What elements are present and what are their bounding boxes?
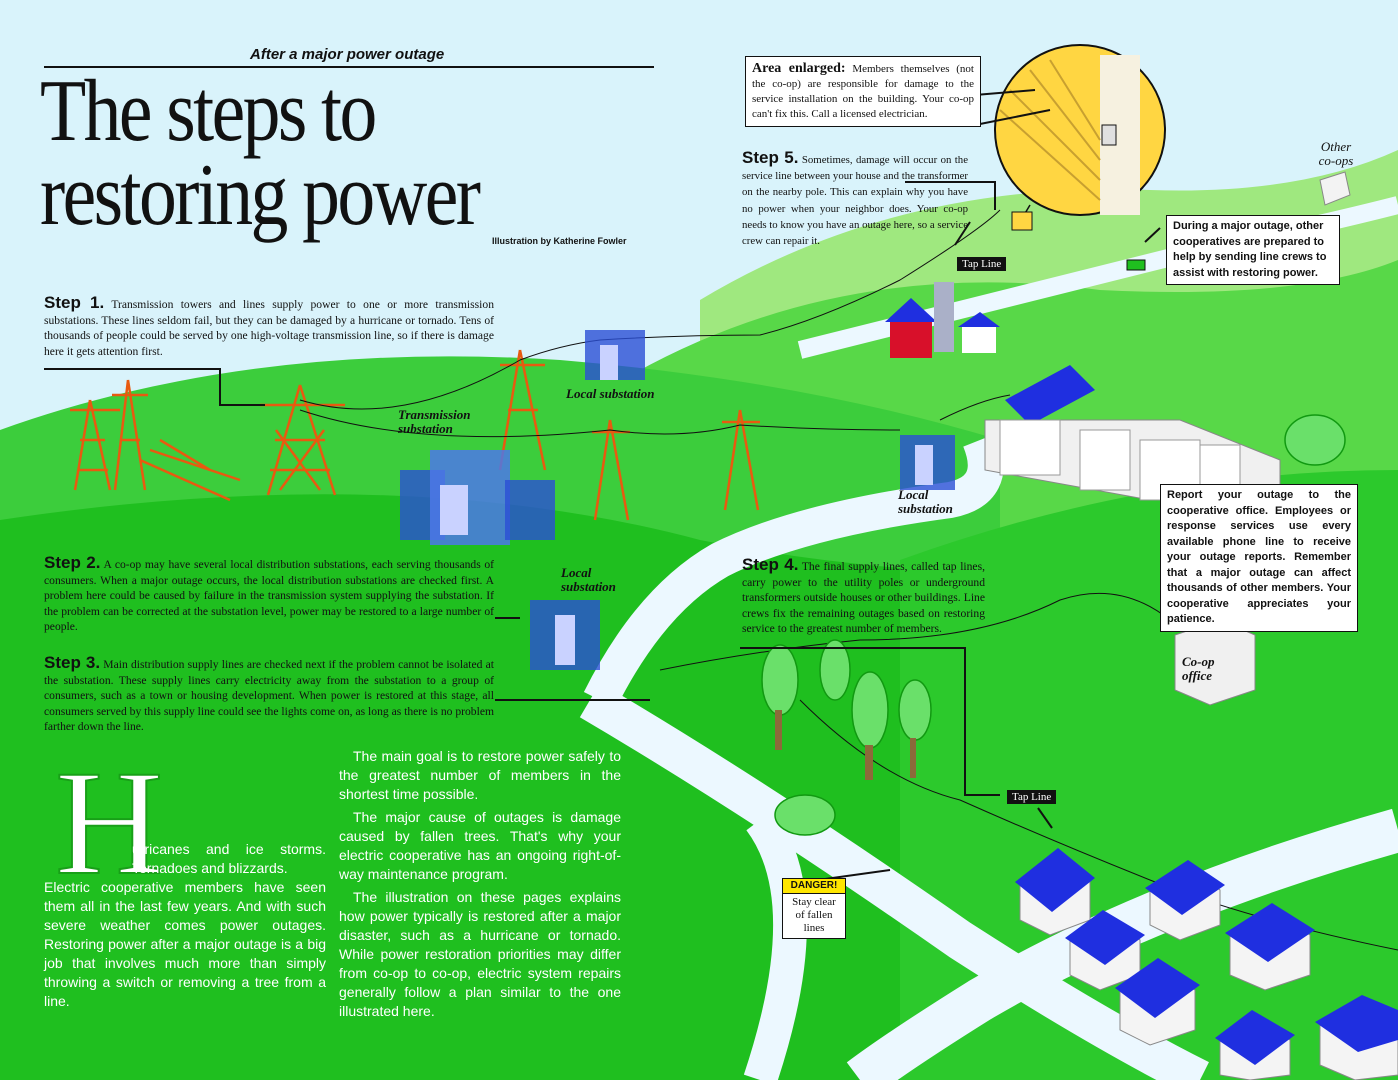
- danger-text: Stay clear of fallen lines: [792, 896, 836, 934]
- label-local-substation-right: Local substation: [898, 487, 953, 516]
- article-col2-p1: The main goal is to restore power safely…: [339, 748, 621, 802]
- step-5-heading: Step 5.: [742, 148, 799, 167]
- label-other-coops: Other co-ops: [1318, 139, 1354, 168]
- step-1: Step 1. Transmission towers and lines su…: [44, 293, 494, 359]
- area-enlarged-text: Members themselves (not the co-op) are r…: [752, 63, 974, 120]
- houses: [1015, 848, 1398, 1080]
- service-truck: [1126, 259, 1146, 271]
- article-column-2: The main goal is to restore power safely…: [339, 747, 621, 1025]
- tap-line-tag-bottom: Tap Line: [1007, 790, 1057, 804]
- step-3-heading: Step 3.: [44, 653, 101, 672]
- road-diagonal: [579, 682, 1209, 1080]
- danger-tag: DANGER!: [783, 879, 845, 894]
- illustration-credit: Illustration by Katherine Fowler: [492, 236, 627, 246]
- step-2-heading: Step 2.: [44, 553, 101, 572]
- step-4-heading: Step 4.: [742, 555, 799, 574]
- article-col1-text: Electric cooperative members have seen t…: [44, 879, 326, 1009]
- area-enlarged-heading: Area enlarged:: [752, 61, 846, 76]
- article-col2-p2: The major cause of outages is damage cau…: [339, 809, 621, 882]
- kicker: After a major power outage: [250, 46, 445, 63]
- road-winding: [583, 433, 1004, 709]
- report-outage-box: Report your outage to the cooperative of…: [1160, 484, 1358, 632]
- step-1-text: Transmission towers and lines supply pow…: [44, 298, 494, 358]
- local-substation-right: [900, 435, 955, 490]
- drop-cap: H: [54, 740, 164, 906]
- road-crossing: [846, 808, 1398, 1080]
- other-coops-building: [1319, 171, 1351, 206]
- industrial-building: [984, 365, 1281, 501]
- label-local-substation-mid: Local substation: [561, 565, 616, 594]
- label-local-substation-top: Local substation: [566, 386, 655, 401]
- title-line-2: restoring power: [40, 147, 481, 244]
- label-coop-office: Co-op office: [1182, 654, 1215, 683]
- leader-lines: [44, 89, 1259, 881]
- transmission-substation: [400, 450, 555, 545]
- trees: [761, 414, 1346, 836]
- other-coops-text: During a major outage, other cooperative…: [1173, 220, 1327, 279]
- title-line-1: The steps to: [40, 63, 377, 160]
- step-2-text: A co-op may have several local distribut…: [44, 558, 494, 634]
- local-substation-top: [585, 330, 645, 380]
- local-substation-mid: [530, 600, 600, 670]
- other-coops-box: During a major outage, other cooperative…: [1166, 215, 1340, 285]
- tree-trunks: [775, 710, 916, 780]
- farm: [885, 282, 1000, 358]
- step-3: Step 3. Main distribution supply lines a…: [44, 653, 494, 735]
- article-col2-p3: The illustration on these pages explains…: [339, 889, 621, 1019]
- article-lead: urricanes and ice storms. Tornadoes and …: [132, 841, 326, 876]
- page-title: The steps to restoring power: [40, 63, 481, 244]
- step-5: Step 5. Sometimes, damage will occur on …: [742, 148, 968, 249]
- step-5-text: Sometimes, damage will occur on the serv…: [742, 154, 968, 248]
- tap-line-tag-top: Tap Line: [957, 257, 1007, 271]
- step-3-text: Main distribution supply lines are check…: [44, 658, 494, 734]
- step-4-text: The final supply lines, called tap lines…: [742, 560, 985, 636]
- report-outage-text: Report your outage to the cooperative of…: [1167, 489, 1351, 625]
- step-4: Step 4. The final supply lines, called t…: [742, 555, 985, 637]
- label-transmission-substation: Transmission substation: [398, 407, 471, 436]
- area-enlarged-box: Area enlarged: Members themselves (not t…: [745, 56, 981, 127]
- enlarged-area-circle: [994, 44, 1166, 231]
- danger-box: DANGER! Stay clear of fallen lines: [782, 878, 846, 939]
- step-1-heading: Step 1.: [44, 293, 105, 312]
- step-2: Step 2. A co-op may have several local d…: [44, 553, 494, 635]
- article-column-1: urricanes and ice storms. Tornadoes and …: [44, 840, 326, 1011]
- kicker-rule: [44, 66, 654, 68]
